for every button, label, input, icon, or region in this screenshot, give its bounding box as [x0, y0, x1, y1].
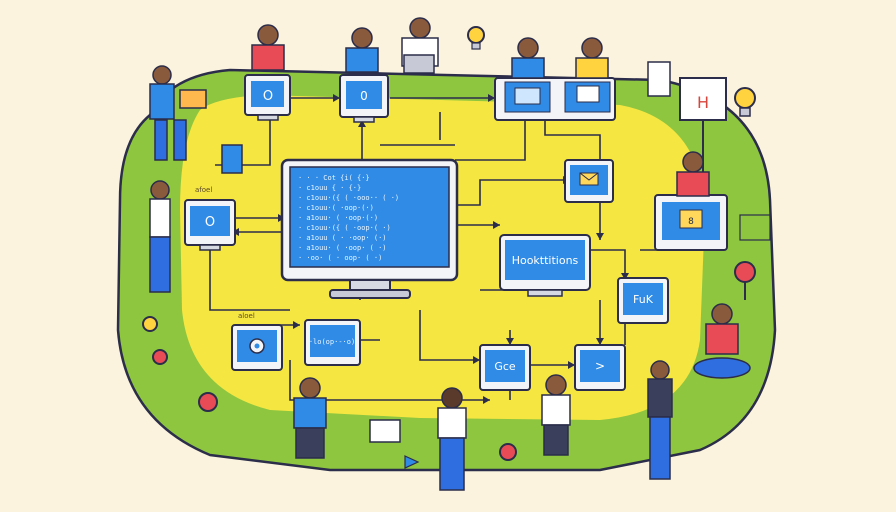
person-bottom-1 — [293, 377, 327, 459]
code-line: · c1ouu·({ ( ·ooo·· ( ·) — [298, 194, 399, 202]
person-laptop-topleft — [149, 65, 207, 161]
monitor-hooks-label: Hookttitions — [512, 254, 579, 267]
lightbulb-icon — [734, 87, 756, 117]
monitor-small-code-label: ·lo(op·-·o) — [309, 338, 355, 346]
monitor-top-mid: 0 — [339, 74, 389, 123]
main-code-monitor: · · · Cot {i( {·} · c1ouu { · {·} · c1ouu… — [280, 158, 459, 299]
monitor-arrow-label: > — [595, 359, 605, 373]
code-line: · c1ouu·({ ( ·oop·( ·) — [298, 224, 391, 232]
monitor-arrow: > — [574, 344, 626, 391]
monitor-left-mid-label: O — [205, 215, 215, 230]
lightbulb-icon-3 — [142, 316, 158, 332]
monitor-gce-label: Gce — [494, 360, 516, 373]
person-standing-left — [149, 180, 171, 293]
code-line: · a1ouu· ( ·oop· ( ·) — [298, 244, 387, 252]
flower-icon-3 — [499, 443, 517, 461]
monitor-mail — [564, 159, 614, 203]
sign-letter: H — [697, 93, 709, 112]
paper-stack-icon — [369, 419, 401, 443]
monitor-right-person: 8 — [654, 194, 728, 251]
person-top-5 — [575, 37, 609, 79]
sign-board: H — [679, 77, 727, 175]
person-bottom-3 — [541, 374, 571, 456]
flower-icon — [734, 261, 756, 300]
document-icon — [221, 144, 243, 174]
chart-icon — [739, 214, 771, 241]
person-bottom-2 — [437, 387, 467, 491]
side-label-bottom: aloel — [238, 312, 255, 320]
monitor-fuk-label: FuK — [633, 293, 654, 306]
monitor-gear — [231, 324, 283, 371]
code-line: · a1ouu ( · ·oop· (·) — [298, 234, 387, 242]
flower-icon-2 — [198, 392, 218, 412]
monitor-fuk: FuK — [617, 277, 669, 324]
monitor-right-person-label: 8 — [688, 217, 694, 227]
code-line: · a1ouu· ( ·oop·(·) — [298, 214, 378, 222]
monitor-gce: Gce — [479, 344, 531, 391]
monitor-small-code: ·lo(op·-·o) — [304, 319, 361, 366]
code-line: · ·oo· ( · oop· ( ·) — [298, 254, 382, 262]
monitor-top-right-pair — [494, 77, 616, 121]
person-right-standing — [647, 360, 673, 480]
person-top-2 — [345, 27, 379, 73]
monitor-top-left: O — [244, 74, 291, 121]
flower-icon-4 — [152, 349, 168, 365]
person-right-crosslegged — [693, 303, 751, 379]
monitor-top-mid-label: 0 — [360, 89, 368, 103]
monitor-hooks: Hookttitions — [499, 234, 591, 297]
person-top-3 — [401, 17, 439, 74]
side-label-top: afoel — [195, 186, 212, 194]
code-line: · c1ouu·( ·oop·(·) — [298, 204, 374, 212]
code-lines: · · · Cot {i( {·} · c1ouu { · {·} · c1ouu… — [298, 174, 399, 262]
server-icon — [647, 61, 671, 97]
monitor-left-mid: O — [184, 199, 236, 251]
play-icon — [404, 455, 420, 469]
monitor-top-left-label: O — [263, 89, 273, 104]
person-top-1 — [251, 24, 285, 71]
code-line: · · · Cot {i( {·} — [298, 174, 370, 182]
person-right-sitting — [676, 151, 710, 197]
lightbulb-icon-2 — [467, 26, 485, 50]
person-top-4 — [511, 37, 545, 79]
code-line: · c1ouu { · {·} — [298, 184, 361, 192]
